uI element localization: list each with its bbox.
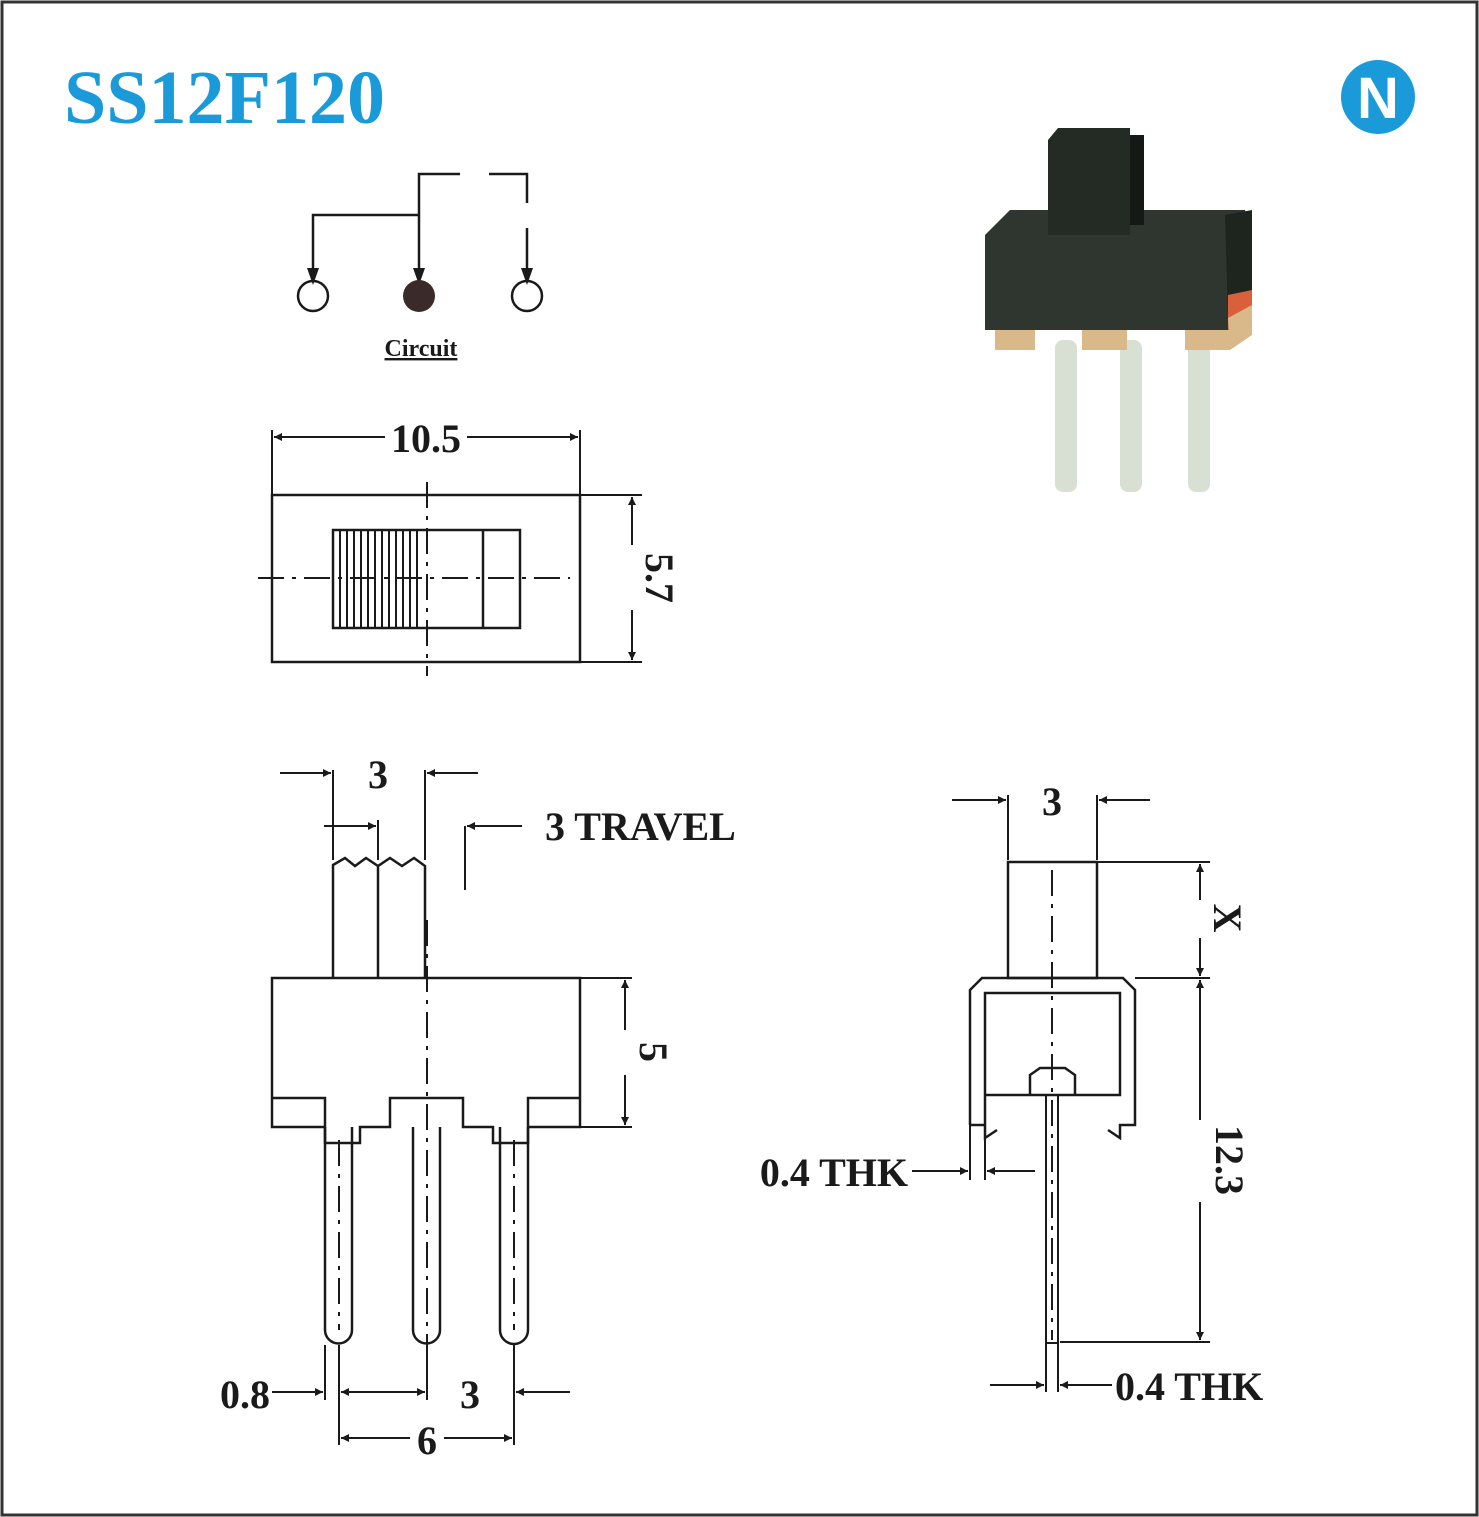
- travel-label: 3 TRAVEL: [545, 804, 736, 849]
- width-dimension: 10.5: [391, 416, 461, 461]
- product-title: SS12F120: [64, 56, 385, 140]
- height-dimension-12-3: 12.3: [1207, 1125, 1252, 1195]
- circuit-label: Circuit: [385, 336, 458, 362]
- body-height-dimension: 5: [631, 1042, 676, 1062]
- pin-width-dimension: 0.8: [220, 1372, 270, 1417]
- x-dimension: X: [1205, 904, 1250, 933]
- pin-thickness-label: 0.4 THK: [1115, 1364, 1263, 1409]
- actuator-dimension: 3: [368, 752, 388, 797]
- pin-span-dimension: 6: [417, 1418, 437, 1463]
- top-view: 10.5 5.7: [258, 416, 682, 676]
- front-view: 3 3 TRAVEL 5 0.8 3 6: [220, 752, 736, 1463]
- product-photo: [985, 128, 1252, 492]
- frame-thickness-label: 0.4 THK: [760, 1150, 908, 1195]
- brand-logo: N: [1341, 60, 1415, 134]
- height-dimension: 5.7: [637, 553, 682, 603]
- circuit-diagram: Circuit: [296, 172, 544, 362]
- side-view: 3 X 12.3 0.4 THK 0.4 THK: [760, 779, 1263, 1409]
- svg-text:N: N: [1357, 66, 1399, 131]
- pin-pitch-dimension: 3: [460, 1372, 480, 1417]
- side-actuator-dimension: 3: [1042, 779, 1062, 824]
